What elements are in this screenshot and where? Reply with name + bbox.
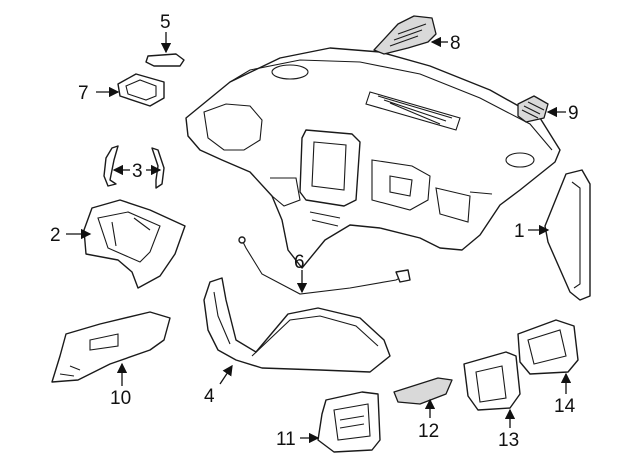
part-radio-bezel: [463, 351, 521, 411]
callout-label-8: 8: [450, 33, 461, 54]
callout-label-9: 9: [568, 103, 579, 124]
part-lower-trim: [203, 277, 391, 373]
callout-1: 1: [514, 221, 550, 242]
part-housing: [317, 391, 381, 453]
part-end-panel: [544, 169, 591, 301]
callout-label-1: 1: [514, 221, 525, 242]
callout-5: 5: [160, 12, 172, 54]
part-speaker-grille: [517, 95, 549, 123]
callout-4: 4: [204, 364, 233, 407]
callout-label-2: 2: [50, 225, 61, 246]
callout-13: 13: [498, 408, 519, 451]
callout-label-3: 3: [132, 161, 143, 182]
part-side-vent: [117, 73, 165, 107]
callout-label-10: 10: [110, 388, 131, 409]
part-filler-panel: [393, 377, 453, 405]
part-cluster-bezel: [83, 199, 186, 289]
callout-label-13: 13: [498, 430, 519, 451]
callout-label-11: 11: [276, 429, 296, 450]
callout-2: 2: [50, 225, 92, 246]
callout-3: 3: [112, 161, 162, 182]
callout-6: 6: [294, 252, 308, 294]
callout-10: 10: [110, 362, 131, 409]
callout-label-4: 4: [204, 386, 215, 407]
callout-12: 12: [418, 398, 439, 442]
callout-label-12: 12: [418, 421, 439, 442]
callout-label-14: 14: [554, 396, 576, 417]
callout-11: 11: [276, 429, 320, 450]
part-cable: [238, 236, 411, 295]
callout-label-5: 5: [160, 12, 171, 33]
callout-7: 7: [78, 83, 120, 104]
callout-8: 8: [430, 33, 461, 54]
callout-9: 9: [546, 103, 579, 124]
instrument-panel: [185, 47, 561, 269]
callout-label-6: 6: [294, 252, 305, 273]
part-display-trim: [517, 319, 579, 375]
part-knee-bolster: [51, 311, 171, 383]
part-cap: [145, 53, 185, 67]
part-defroster-duct: [373, 15, 437, 55]
callout-14: 14: [554, 372, 576, 417]
callout-label-7: 7: [78, 83, 89, 104]
